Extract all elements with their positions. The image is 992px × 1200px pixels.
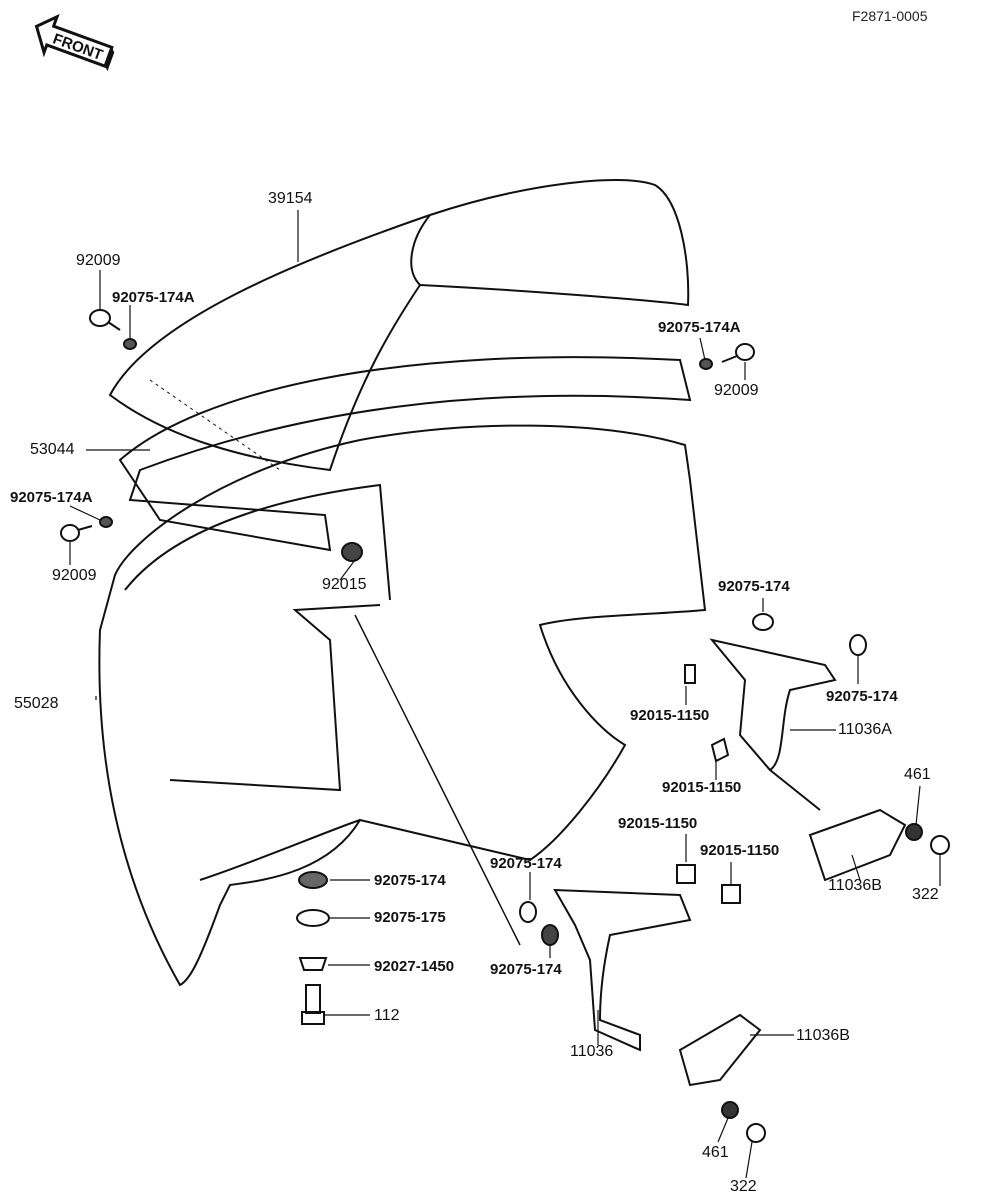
label-92075-174: 92075-174	[826, 688, 898, 705]
label-92075-174: 92075-174	[490, 961, 562, 978]
label-55028: 55028	[14, 695, 59, 712]
label-92075-174: 92075-174	[374, 872, 446, 889]
label-112: 112	[374, 1007, 400, 1024]
label-92075-174: 92075-174	[718, 578, 790, 595]
label-92027-1450: 92027-1450	[374, 958, 455, 975]
label-92075-174: 92075-174	[490, 855, 562, 872]
trim-shape	[118, 356, 692, 552]
label-11036b: 11036B	[828, 877, 882, 894]
label-11036: 11036	[570, 1043, 614, 1060]
diagram-code: F2871-0005	[852, 8, 928, 24]
label-92009: 92009	[76, 252, 121, 269]
cowling-shape	[98, 424, 707, 987]
label-11036a: 11036A	[838, 721, 892, 738]
front-arrow-icon: FRONT	[34, 13, 115, 72]
label-92075-174a: 92075-174A	[112, 289, 195, 306]
label-53044: 53044	[30, 441, 75, 458]
label-92075-174a: 92075-174A	[658, 319, 741, 336]
label-461: 461	[702, 1144, 729, 1161]
label-92015-1150: 92015-1150	[630, 707, 710, 724]
label-322: 322	[912, 886, 939, 903]
lower-plate-shape	[678, 1013, 762, 1087]
label-92075-175: 92075-175	[374, 909, 446, 926]
label-92009: 92009	[52, 567, 97, 584]
label-92015-1150: 92015-1150	[700, 842, 780, 859]
label-92015: 92015	[322, 576, 367, 593]
label-461: 461	[904, 766, 931, 783]
label-92015-1150: 92015-1150	[618, 815, 698, 832]
label-92009: 92009	[714, 382, 759, 399]
lower-bracket-shape	[553, 888, 692, 1052]
windshield-shape	[108, 178, 690, 472]
label-39154: 39154	[268, 190, 313, 207]
upper-bracket-shape	[709, 638, 837, 772]
label-92075-174a: 92075-174A	[10, 489, 93, 506]
label-11036b: 11036B	[796, 1027, 850, 1044]
upper-plate-shape	[808, 808, 907, 882]
label-322: 322	[730, 1178, 757, 1195]
label-92015-1150: 92015-1150	[662, 779, 742, 796]
